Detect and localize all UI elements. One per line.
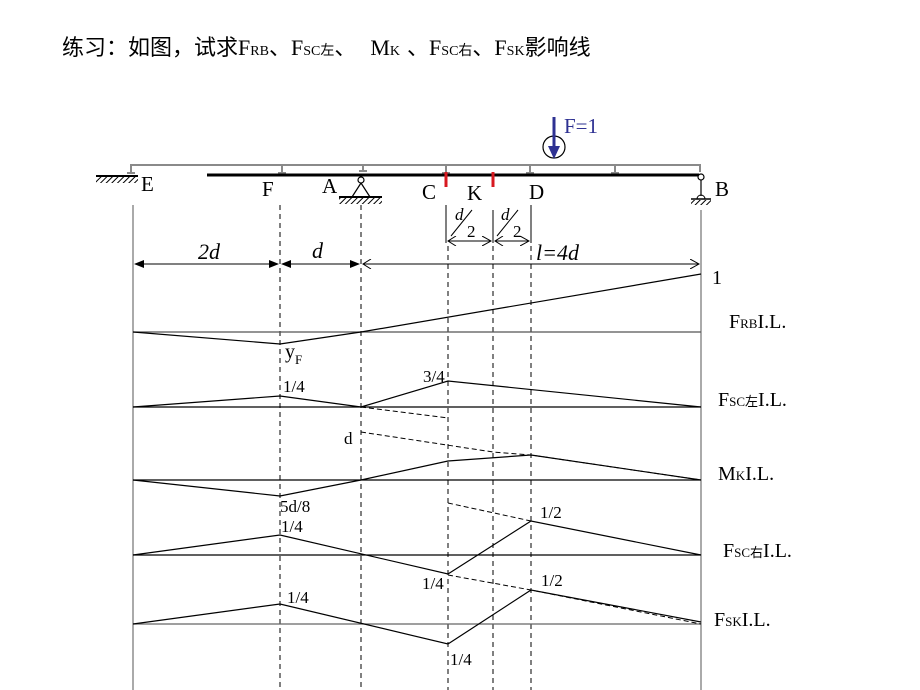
node-D: D xyxy=(529,180,544,204)
dim-AB: l=4d xyxy=(536,240,580,265)
reference-lines xyxy=(132,205,702,690)
title-prefix: 练习：如图，试求 xyxy=(62,36,239,61)
fscr-il-label: FSC右I.L. xyxy=(723,540,792,562)
il-FSK: 1/2 1/4 1/4 FSKI.L. xyxy=(132,571,771,669)
mk-value-d: d xyxy=(344,429,353,448)
pin-support-A-icon xyxy=(339,176,382,204)
mk-il-label: MKI.L. xyxy=(718,463,774,485)
dim-FA: d xyxy=(312,238,324,263)
il-MK: d 5d/8 MKI.L. xyxy=(132,429,774,516)
exercise-title: 练习：如图，试求FRB、FSC左、 MK 、FSC右、FSK影响线 xyxy=(62,35,591,61)
fscl-il-label: FSC左I.L. xyxy=(718,389,787,411)
node-E: E xyxy=(141,172,154,196)
fsk-il-label: FSKI.L. xyxy=(714,609,771,631)
frb-value-F: yF xyxy=(285,341,302,367)
node-K: K xyxy=(467,181,482,205)
fscl-value-C: 3/4 xyxy=(423,367,445,386)
dim-half-den-1: 2 xyxy=(467,222,476,241)
fscr-value-D: 1/2 xyxy=(540,503,562,522)
frb-il-label: FRBI.L. xyxy=(729,311,786,333)
roller-support-B-icon xyxy=(691,173,711,205)
fsk-value-D: 1/2 xyxy=(541,571,563,590)
il-FSC-right: 1/2 1/4 1/4 FSC右I.L. xyxy=(132,502,792,593)
dimensions: d 2 d 2 2d d l=4d xyxy=(134,205,699,265)
load-label: F=1 xyxy=(564,114,598,138)
fscr-value-C: 1/4 xyxy=(422,574,444,593)
dim-EF: 2d xyxy=(198,239,221,264)
frb-value-B: 1 xyxy=(712,267,722,289)
fscr-value-F: 1/4 xyxy=(281,517,303,536)
mk-value-F: 5d/8 xyxy=(280,497,310,516)
dim-half-num-2: d xyxy=(501,205,510,224)
node-A: A xyxy=(322,174,338,198)
dim-half-num-1: d xyxy=(455,205,464,224)
dim-half-den-2: 2 xyxy=(513,222,522,241)
node-B: B xyxy=(715,177,729,201)
stringer-posts xyxy=(127,165,701,174)
structure: F=1 E F A C K D B xyxy=(96,114,729,205)
unit-load: F=1 xyxy=(542,114,598,159)
title-suffix: 影响线 xyxy=(524,36,591,61)
fscl-value-F: 1/4 xyxy=(283,377,305,396)
node-C: C xyxy=(422,180,436,204)
fsk-value-C: 1/4 xyxy=(450,650,472,669)
il-FRB: 1 yF FRBI.L. xyxy=(132,267,786,367)
node-F: F xyxy=(262,177,274,201)
fsk-value-F: 1/4 xyxy=(287,588,309,607)
il-FSC-left: 1/4 3/4 FSC左I.L. xyxy=(132,367,787,419)
support-E-hatch-icon xyxy=(96,176,138,183)
